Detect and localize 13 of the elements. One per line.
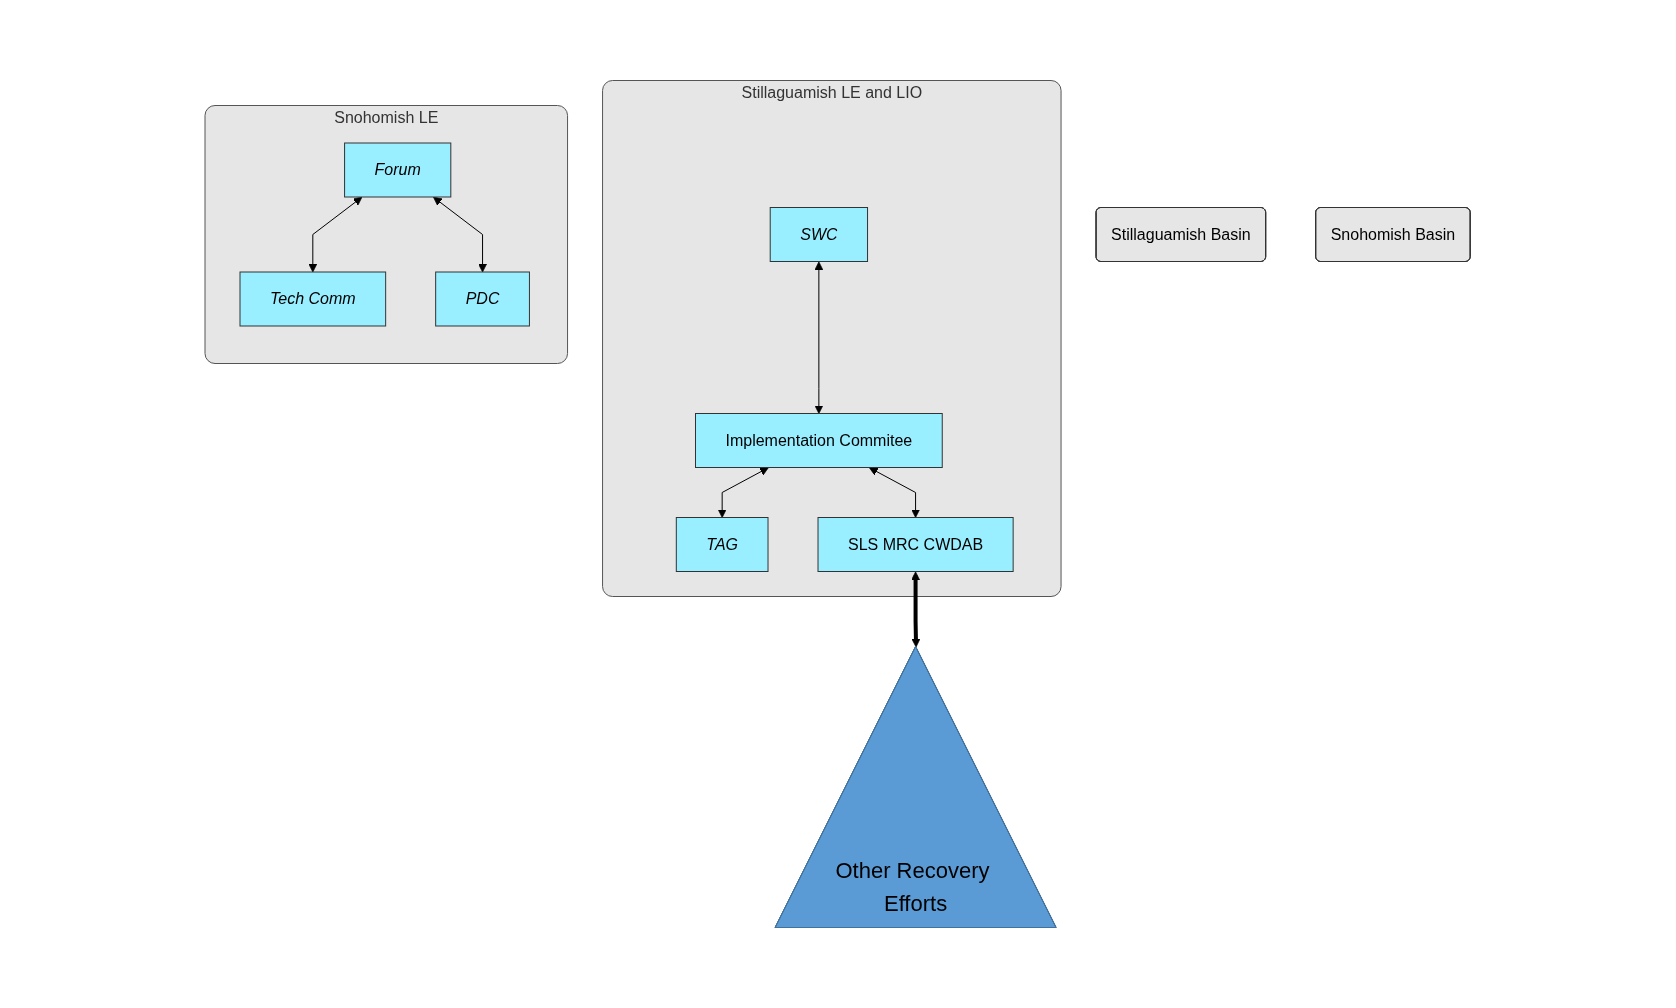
- arrow: [718, 467, 770, 518]
- node-box: Tech Comm: [239, 271, 387, 327]
- node-box: PDC: [435, 271, 531, 327]
- node-box: Implementation Commitee: [695, 413, 944, 468]
- arrow: [869, 467, 921, 518]
- node-box: TAG: [676, 517, 769, 572]
- node-box: SLS MRC CWDAB: [817, 517, 1015, 572]
- arrow: [433, 196, 488, 273]
- node-box: Forum: [344, 142, 452, 198]
- node-box: SWC: [770, 207, 869, 262]
- arrow: [814, 261, 824, 414]
- arrow: [911, 571, 921, 648]
- arrow: [308, 196, 363, 273]
